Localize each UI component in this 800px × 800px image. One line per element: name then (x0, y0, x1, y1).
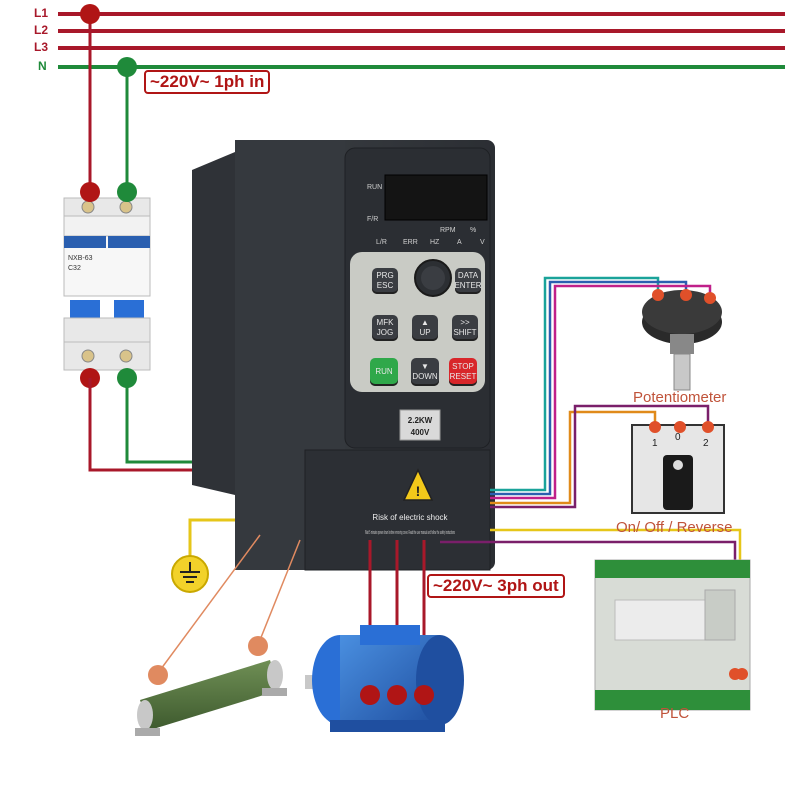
power-rating: 2.2KW (408, 416, 433, 425)
up-arrow-icon: ▲ (421, 318, 429, 327)
breaker-model: NXB-63 (68, 255, 93, 262)
motor-terminal-u (360, 685, 380, 705)
bus-label-l2: L2 (34, 23, 49, 37)
pot-terminal-1 (652, 289, 664, 301)
key-label-top: RUN (375, 367, 393, 376)
plc-module (594, 559, 751, 711)
switch-pos-1: 1 (652, 438, 658, 449)
motor (305, 625, 464, 732)
brake-resistor (135, 660, 287, 736)
wire-signal-magenta (490, 284, 712, 500)
breaker-in-terminal-l (80, 182, 100, 202)
bus-label-l3: L3 (34, 40, 49, 54)
key-label-bottom: ESC (376, 281, 394, 290)
switch-pos-2: 2 (703, 438, 709, 449)
wire-signal-purple (490, 404, 710, 509)
key-label-bottom: ENTER (454, 281, 482, 290)
key-label-top: DATA (457, 271, 479, 280)
switch-pos-0: 0 (675, 432, 681, 443)
indicator-run: RUN (367, 184, 383, 191)
wire-n-to-inverter (125, 378, 195, 464)
indicator-lr: L/R (376, 239, 387, 246)
potentiometer-label: Potentiometer (633, 389, 727, 406)
output-voltage-callout: ~220V~ 3ph out (427, 574, 565, 598)
key-label-bottom: JOG (376, 328, 394, 337)
key-label-bottom: DOWN (412, 372, 438, 381)
run-key[interactable]: RUN (370, 358, 398, 386)
key-label-top: >> (460, 318, 470, 327)
indicator-v: V (480, 239, 485, 246)
circuit-breaker: NXB-63 C32 (63, 197, 151, 371)
plc-terminal-2 (736, 668, 748, 680)
switch-terminal-2 (674, 421, 686, 433)
key-label-top: PRG (376, 271, 394, 280)
stop-reset-key[interactable]: STOP RESET (449, 358, 477, 386)
brake-wire-1 (157, 534, 261, 674)
switch-terminal-3 (702, 421, 714, 433)
warning-text: Wait 5 minutes power down before removin… (365, 530, 455, 536)
key-label-top: MFK (376, 318, 394, 327)
prg-esc-key[interactable]: PRG ESC (372, 268, 398, 294)
indicator-hz: HZ (430, 239, 440, 246)
pot-terminal-3 (704, 292, 716, 304)
svg-text:!: ! (416, 483, 421, 499)
brake-terminal-1 (148, 665, 168, 685)
indicator-a: A (457, 239, 462, 246)
up-key[interactable]: ▲ UP (412, 315, 438, 341)
wire-l-to-inverter (88, 378, 195, 472)
indicator-fr: F/R (367, 216, 379, 223)
rotary-switch: 1 0 2 (631, 424, 725, 514)
plc-label: PLC (660, 705, 690, 722)
key-label-bottom: UP (419, 328, 431, 337)
brake-terminal-2 (248, 636, 268, 656)
inverter-display (384, 174, 488, 221)
brake-wire-2 (257, 539, 301, 646)
indicator-err: ERR (403, 239, 418, 246)
unit-mark-rpm: RPM (440, 227, 456, 234)
bus-label-n: N (38, 59, 47, 73)
breaker-in-terminal-n (117, 182, 137, 202)
motor-terminal-w (414, 685, 434, 705)
inverter: 2.2KW 400V ! Risk of electric shock Wait… (192, 140, 495, 571)
rating-plate (399, 409, 441, 441)
mfk-jog-key[interactable]: MFK JOG (372, 315, 398, 341)
unit-mark-percent: % (470, 227, 477, 234)
key-label-bottom: RESET (449, 372, 477, 381)
pot-terminal-2 (680, 289, 692, 301)
switch-label: On/ Off / Reverse (616, 519, 733, 536)
switch-terminal-1 (649, 421, 661, 433)
motor-terminal-v (387, 685, 407, 705)
potentiometer (642, 290, 722, 391)
key-label-top: STOP (452, 362, 474, 371)
ground-icon (171, 555, 209, 593)
power-bus (58, 12, 785, 69)
down-key[interactable]: ▼ DOWN (411, 358, 439, 386)
junction-n (117, 57, 137, 77)
data-enter-key[interactable]: DATA ENTER (454, 268, 482, 294)
bus-label-l1: L1 (34, 6, 49, 20)
wire-signal-orange (490, 410, 657, 505)
warning-title: Risk of electric shock (372, 513, 448, 522)
input-voltage-callout: ~220V~ 1ph in (144, 70, 271, 94)
warning-triangle-icon (402, 468, 434, 501)
junction-l1 (80, 4, 100, 24)
voltage-rating: 400V (411, 428, 430, 437)
ground-wire (188, 518, 245, 560)
key-label-bottom: SHIFT (453, 328, 477, 337)
shift-key[interactable]: >> SHIFT (452, 315, 478, 341)
breaker-rating: C32 (68, 265, 81, 272)
down-arrow-icon: ▼ (421, 362, 429, 371)
